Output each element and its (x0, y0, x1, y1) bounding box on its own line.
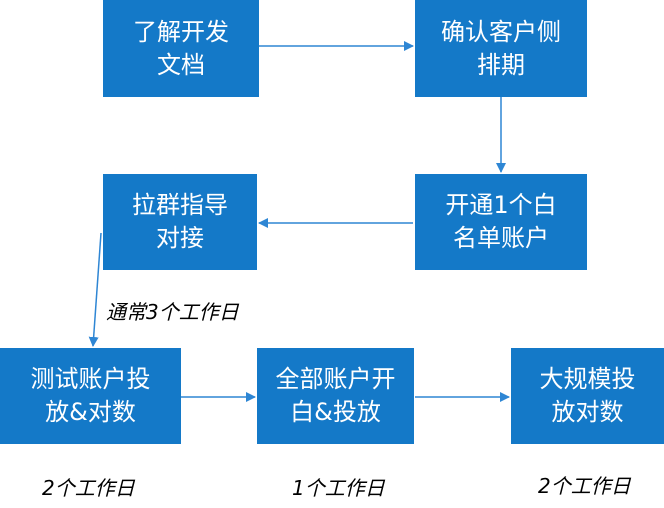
step-confirm-schedule: 确认客户侧 排期 (415, 0, 587, 97)
step-group-guide-label: 拉群指导 对接 (132, 191, 228, 252)
arrow-guide-to-test (88, 232, 102, 347)
step-open-all-accounts-label: 全部账户开 白&投放 (275, 365, 396, 426)
step-read-docs-label: 了解开发 文档 (133, 17, 229, 79)
step-open-all-accounts: 全部账户开 白&投放 (257, 348, 414, 444)
caption-open-all-duration: 1个工作日 (292, 476, 385, 500)
caption-scale-duration: 2个工作日 (538, 474, 631, 498)
step-test-account-label: 测试账户投 放&对数 (30, 365, 151, 426)
step-scale-delivery-label: 大规模投 放对数 (539, 365, 636, 426)
caption-usually-3-days: 通常3个工作日 (106, 300, 239, 324)
step-open-whitelist-label: 开通1个白 名单账户 (445, 191, 557, 252)
step-read-docs: 了解开发 文档 (103, 0, 259, 97)
step-scale-delivery: 大规模投 放对数 (511, 348, 664, 444)
step-group-guide: 拉群指导 对接 (103, 174, 257, 270)
step-test-account: 测试账户投 放&对数 (0, 348, 181, 444)
step-open-whitelist: 开通1个白 名单账户 (415, 174, 587, 270)
step-confirm-schedule-label: 确认客户侧 排期 (441, 17, 561, 79)
caption-test-duration: 2个工作日 (42, 476, 135, 500)
